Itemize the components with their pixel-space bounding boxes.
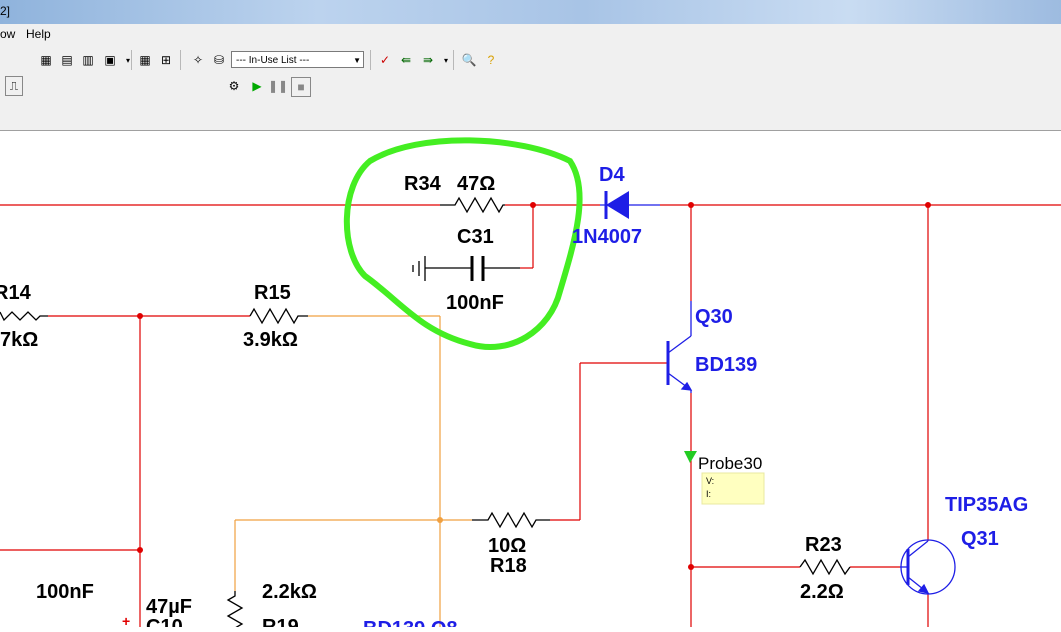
r18-value-label: 10Ω: [488, 535, 526, 557]
r23-ref-label: R23: [805, 534, 842, 556]
capacitor-value-label: 100nF: [36, 581, 94, 603]
resistor-r15[interactable]: [249, 307, 308, 325]
c31-value-label: 100nF: [446, 292, 504, 314]
hierarchy-icon[interactable]: ⊞: [160, 53, 172, 67]
q31-part-label: TIP35AG: [945, 494, 1028, 516]
q30-part-label: BD139: [695, 354, 757, 376]
transistor-q30[interactable]: [666, 301, 693, 393]
r14-value-label: 7kΩ: [0, 329, 38, 351]
step-icon[interactable]: ⎍: [5, 76, 23, 96]
bottom-transistor-label: BD139 Q8: [363, 618, 458, 627]
menu-bar: ow Help: [0, 24, 1061, 46]
pause-icon[interactable]: ❚❚: [267, 79, 289, 93]
ground-symbol: [412, 256, 426, 281]
erc-icon[interactable]: ✓: [379, 53, 391, 67]
r19-value-label: 2.2kΩ: [262, 581, 317, 603]
q31-ref-label: Q31: [961, 528, 999, 550]
resistor-r18[interactable]: [472, 511, 550, 529]
dropdown-arrow-icon[interactable]: ▾: [125, 55, 130, 65]
title-bar: 2]: [0, 0, 1061, 24]
r23-value-label: 2.2Ω: [800, 581, 844, 603]
c10-value-label: 47µF: [146, 596, 192, 618]
simulate-settings-icon[interactable]: ⚙: [228, 79, 240, 93]
new-component-icon[interactable]: ✧: [192, 53, 204, 67]
c10-ref-label: C10: [146, 616, 183, 627]
r34-value-label: 47Ω: [457, 173, 495, 195]
grid-view-icon[interactable]: ▦: [40, 53, 52, 67]
probe-current-label: I:: [706, 489, 711, 499]
junction-dots: [137, 202, 931, 570]
polarity-plus-icon: +: [122, 613, 130, 627]
stop-icon[interactable]: ■: [291, 77, 311, 97]
window-title: 2]: [0, 4, 11, 18]
toolbar-separator: [370, 50, 371, 70]
help-icon[interactable]: ?: [487, 53, 495, 67]
in-use-list-value: --- In-Use List ---: [236, 55, 310, 66]
back-annotate-icon[interactable]: ⇚: [400, 53, 412, 67]
toolbar-separator: [180, 50, 181, 70]
c31-ref-label: C31: [457, 226, 494, 248]
d4-ref-label: D4: [599, 164, 625, 186]
r34-ref-label: R34: [404, 173, 442, 195]
resistor-r23[interactable]: [799, 558, 851, 576]
resistor-r19[interactable]: [226, 591, 244, 629]
toolbar-separator: [453, 50, 454, 70]
probe-name-label: Probe30: [698, 454, 762, 473]
toolbar-separator: [131, 50, 132, 70]
toolbar-area: ⎍ ▦ ▤ ▥ ▣ ▾ ▦ ⊞ ✧ ⛁ --- In-Use List --- …: [0, 46, 1061, 131]
highlight-circle: [343, 137, 583, 351]
red-wires: [0, 204, 1061, 627]
capacitor-c31[interactable]: [425, 256, 520, 281]
r15-value-label: 3.9kΩ: [243, 329, 298, 351]
q30-ref-label: Q30: [695, 306, 733, 328]
schematic-canvas[interactable]: R34 47Ω C31 100nF D4 1N4007 R14 7kΩ R15 …: [0, 131, 1061, 632]
transistor-q31[interactable]: [900, 539, 956, 595]
probe-readout-box: [701, 472, 765, 505]
in-use-list-dropdown[interactable]: --- In-Use List --- ▼: [231, 51, 364, 68]
r18-ref-label: R18: [490, 555, 527, 577]
calculator-icon[interactable]: ▦: [139, 53, 151, 67]
database-manager-icon[interactable]: ⛁: [213, 53, 225, 67]
zoom-icon[interactable]: 🔍: [461, 53, 477, 67]
menu-window[interactable]: ow: [0, 27, 16, 41]
r14-ref-label: R14: [0, 282, 32, 304]
dropdown-arrow-icon[interactable]: ▾: [443, 55, 448, 65]
junction-dot-orange: [437, 517, 443, 523]
forward-annotate-icon[interactable]: ⇛: [422, 53, 434, 67]
d4-part-label: 1N4007: [572, 226, 642, 248]
menu-help[interactable]: Help: [26, 27, 51, 41]
diode-d4[interactable]: [600, 191, 660, 219]
r19-ref-label: R19: [262, 616, 299, 627]
chevron-down-icon: ▼: [353, 56, 361, 65]
probe-marker-icon[interactable]: [684, 451, 697, 463]
probe-voltage-label: V:: [706, 476, 714, 486]
r15-ref-label: R15: [254, 282, 291, 304]
resistor-r34[interactable]: [440, 196, 505, 214]
spreadsheet-icon[interactable]: ▤: [61, 53, 73, 67]
grapher-icon[interactable]: ▣: [104, 53, 116, 67]
run-icon[interactable]: ▶: [252, 79, 262, 93]
database-icon[interactable]: ▥: [82, 53, 94, 67]
resistor-r14[interactable]: [0, 311, 48, 322]
